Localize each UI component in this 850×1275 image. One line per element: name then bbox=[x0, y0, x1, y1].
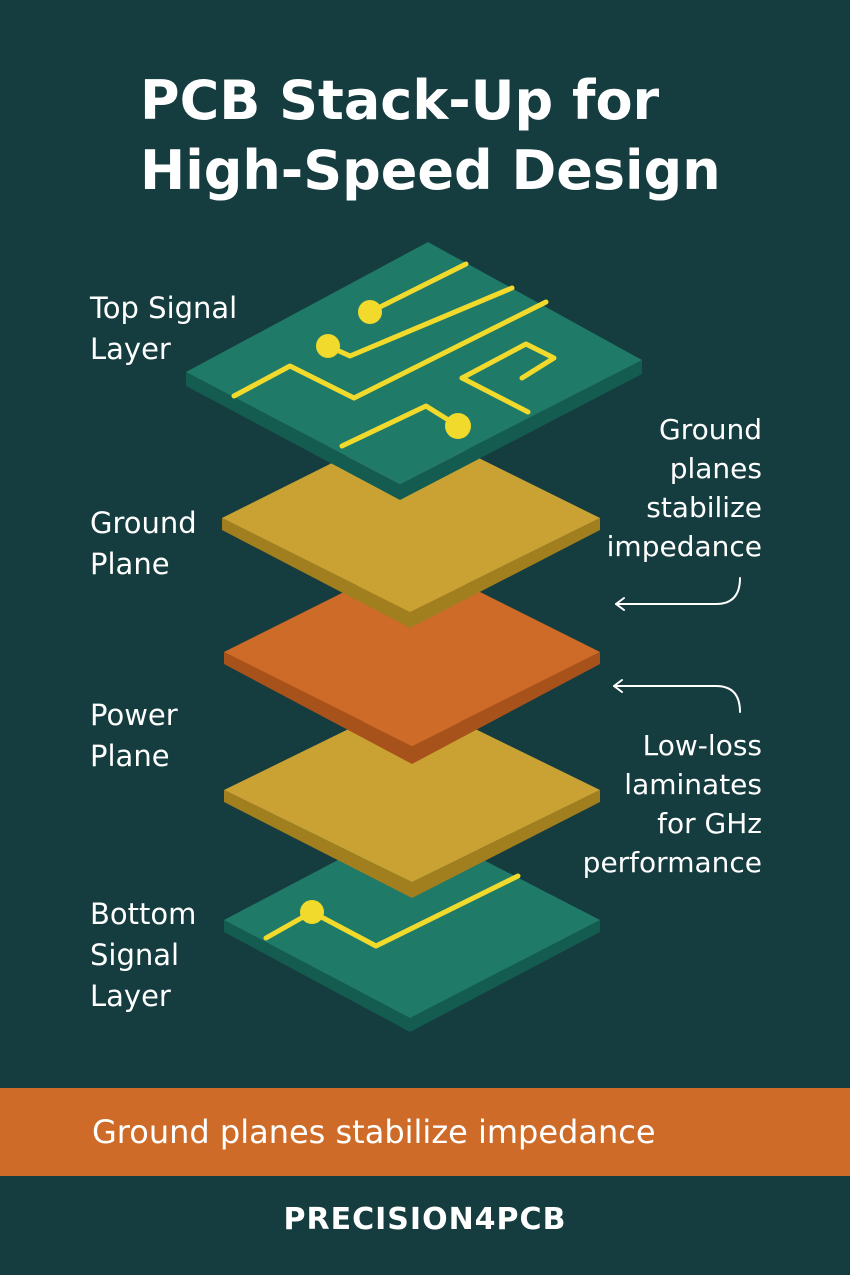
note-ground-planes: Ground planes stabilize impedance bbox=[606, 413, 762, 563]
layer-ground-plane-face bbox=[222, 424, 600, 612]
bottom-via-1 bbox=[300, 900, 324, 924]
top-trace-5 bbox=[459, 375, 531, 415]
layer-power-plane-face bbox=[224, 698, 600, 882]
note-low-loss-laminates: Low-loss laminates for GHz performance bbox=[582, 729, 762, 879]
label-bottom-signal-layer: Bottom Signal Layer bbox=[90, 897, 197, 1013]
label-power-plane: Power Plane bbox=[90, 698, 178, 773]
layer-bottom-signal bbox=[224, 822, 600, 1032]
callout-arrow-2 bbox=[613, 679, 741, 713]
layer-top-signal-face bbox=[186, 242, 642, 484]
layer-bottom-signal-face bbox=[224, 822, 600, 1018]
callout-arrow-1-head bbox=[615, 597, 625, 611]
layer-ground-plane bbox=[222, 424, 600, 628]
callout-arrow-2-head bbox=[613, 679, 623, 693]
brand-name: PRECISION4PCB bbox=[283, 1202, 567, 1237]
bottom-banner: Ground planes stabilize impedance bbox=[0, 1088, 850, 1176]
label-ground-plane: Ground Plane bbox=[90, 506, 197, 581]
top-trace-3 bbox=[231, 299, 549, 401]
pcb-stack-diagram bbox=[186, 242, 741, 1032]
top-via-1 bbox=[358, 300, 382, 324]
layer-top-signal-edge bbox=[186, 360, 642, 500]
bottom-traces bbox=[263, 873, 521, 949]
top-via-3 bbox=[445, 413, 471, 439]
layer-laminate bbox=[224, 558, 600, 764]
banner-text: Ground planes stabilize impedance bbox=[92, 1113, 656, 1151]
layer-power-plane bbox=[224, 698, 600, 898]
bottom-trace-1 bbox=[263, 873, 521, 949]
top-trace-1 bbox=[367, 261, 469, 315]
page-title: PCB Stack-Up for High-Speed Design bbox=[140, 69, 721, 202]
callout-arrow-1-line bbox=[615, 577, 741, 605]
layer-top-signal bbox=[186, 242, 642, 500]
top-trace-4 bbox=[459, 341, 557, 381]
top-via-2 bbox=[316, 334, 340, 358]
callout-arrow-1 bbox=[615, 577, 741, 611]
label-top-signal-layer: Top Signal Layer bbox=[90, 291, 238, 366]
layer-laminate-face bbox=[224, 558, 600, 746]
callout-arrow-2-line bbox=[613, 685, 741, 713]
